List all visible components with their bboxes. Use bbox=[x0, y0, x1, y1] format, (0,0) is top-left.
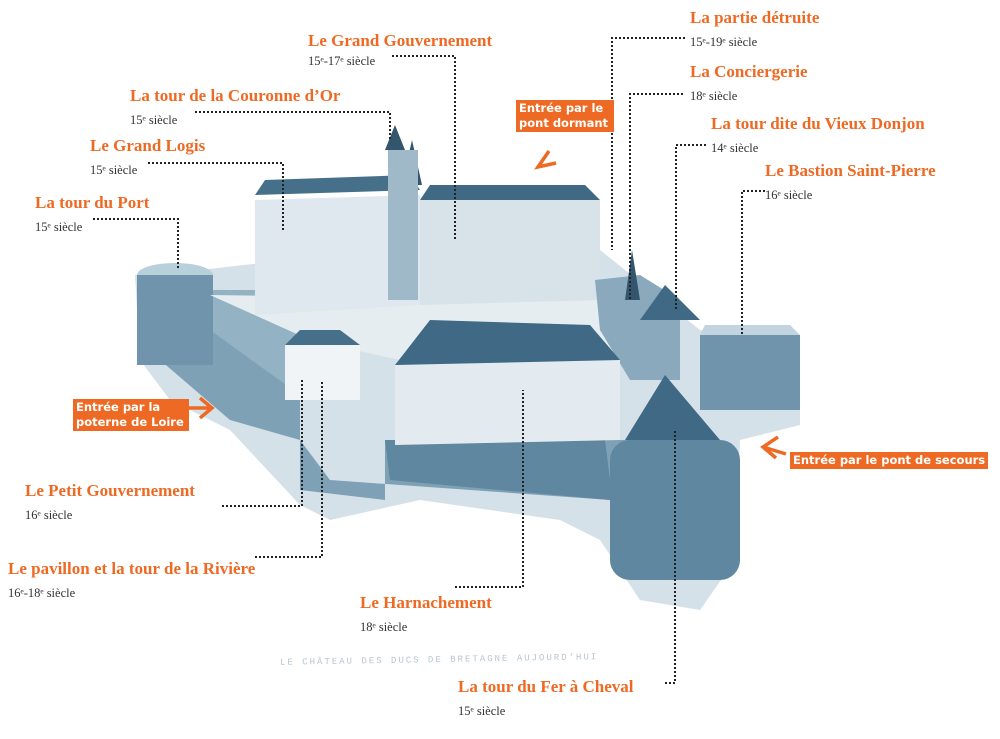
label-harnachement: Le Harnachement 18ᵉ siècle bbox=[360, 593, 492, 635]
entrance-poterne-loire: Entrée par la poterne de Loire bbox=[73, 399, 189, 431]
label-title: Le Grand Gouvernement bbox=[308, 31, 493, 50]
label-title: Le Bastion Saint-Pierre bbox=[765, 161, 936, 180]
label-century: 14ᵉ siècle bbox=[711, 141, 759, 155]
label-century: 16ᵉ-18ᵉ siècle bbox=[8, 586, 76, 600]
label-title: La tour de la Couronne d’Or bbox=[130, 86, 341, 105]
label-partie-detruite: La partie détruite 15ᵉ-19ᵉ siècle bbox=[690, 8, 819, 50]
label-century: 18ᵉ siècle bbox=[360, 620, 408, 634]
entrance-pont-dormant: Entrée par le pont dormant bbox=[516, 100, 614, 132]
leader-lines bbox=[93, 37, 765, 684]
label-conciergerie: La Conciergerie 18ᵉ siècle bbox=[690, 62, 808, 104]
label-fer-a-cheval: La tour du Fer à Cheval 15ᵉ siècle bbox=[458, 677, 634, 719]
label-title: Le Harnachement bbox=[360, 593, 492, 612]
label-title: La partie détruite bbox=[690, 8, 820, 27]
label-century: 18ᵉ siècle bbox=[690, 89, 738, 103]
label-title: Le Grand Logis bbox=[90, 136, 206, 155]
label-century: 16ᵉ siècle bbox=[765, 188, 813, 202]
label-tour-couronne-or: La tour de la Couronne d’Or 15ᵉ siècle bbox=[130, 86, 340, 128]
label-grand-gouvernement: Le Grand Gouvernement 15ᵉ-17ᵉ siècle bbox=[308, 31, 492, 69]
label-vieux-donjon: La tour dite du Vieux Donjon 14ᵉ siècle bbox=[711, 114, 925, 156]
label-title: La tour du Fer à Cheval bbox=[458, 677, 634, 696]
label-century: 16ᵉ siècle bbox=[25, 508, 73, 522]
entrance-pont-secours: Entrée par le pont de secours bbox=[790, 452, 989, 469]
label-century: 15ᵉ siècle bbox=[130, 113, 178, 127]
label-title: Le Petit Gouvernement bbox=[25, 481, 195, 500]
label-petit-gouvernement: Le Petit Gouvernement 16ᵉ siècle bbox=[25, 481, 195, 523]
label-century: 15ᵉ-19ᵉ siècle bbox=[690, 35, 758, 49]
label-pavillon-tour-riviere: Le pavillon et la tour de la Rivière 16ᵉ-… bbox=[8, 559, 255, 601]
label-century: 15ᵉ siècle bbox=[458, 704, 506, 718]
label-title: La Conciergerie bbox=[690, 62, 808, 81]
label-grand-logis: Le Grand Logis 15ᵉ siècle bbox=[90, 136, 205, 178]
label-century: 15ᵉ-17ᵉ siècle bbox=[308, 54, 376, 68]
label-century: 15ᵉ siècle bbox=[35, 220, 83, 234]
label-century: 15ᵉ siècle bbox=[90, 163, 138, 177]
label-tour-du-port: La tour du Port 15ᵉ siècle bbox=[35, 193, 149, 235]
label-bastion-saint-pierre: Le Bastion Saint-Pierre 16ᵉ siècle bbox=[765, 161, 936, 203]
label-title: Le pavillon et la tour de la Rivière bbox=[8, 559, 256, 578]
label-title: La tour dite du Vieux Donjon bbox=[711, 114, 925, 133]
label-title: La tour du Port bbox=[35, 193, 150, 212]
